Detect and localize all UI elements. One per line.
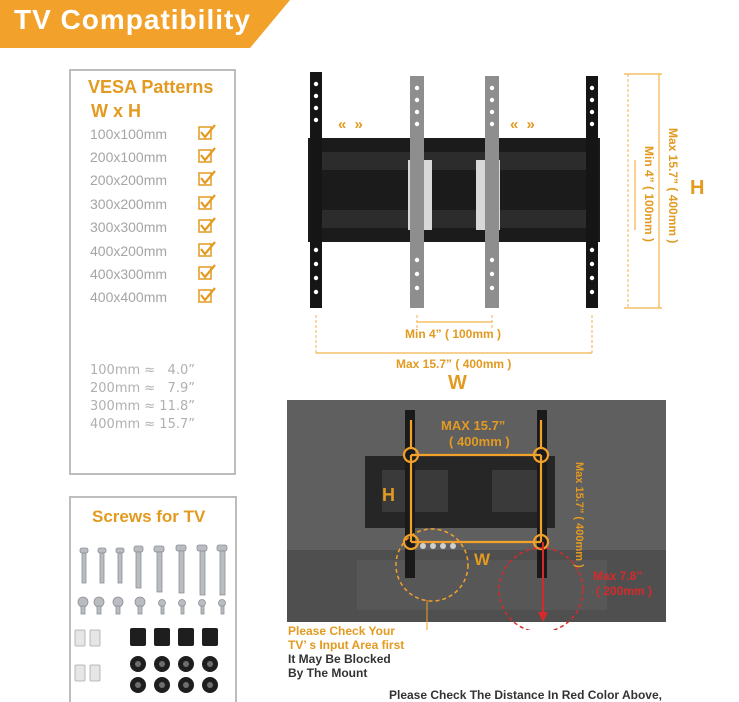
- note-blocked: It May Be Blocked: [288, 652, 391, 666]
- max-width-label: Max 15.7” ( 400mm ): [396, 357, 512, 371]
- mount-diagram: [308, 72, 662, 355]
- checkbox-checked-icon: [198, 241, 216, 257]
- photo-max-width-label: MAX 15.7”: [441, 418, 506, 433]
- vesa-pattern: 400x200mm: [90, 243, 168, 259]
- min-height-label: Min 4” ( 100mm ): [642, 146, 656, 243]
- vesa-pattern: 200x200mm: [90, 172, 168, 188]
- red-max-label: Max 7.8”: [593, 569, 643, 583]
- max-height-label: Max 15.7” ( 400mm ): [666, 128, 680, 244]
- note-input-area: TV’ s Input Area first: [288, 638, 405, 652]
- height-letter: H: [690, 177, 705, 199]
- checkbox-checked-icon: [198, 264, 216, 280]
- screws-panel: [69, 496, 237, 702]
- vesa-pattern: 300x300mm: [90, 219, 168, 235]
- min-width-label: Min 4” ( 100mm ): [405, 327, 502, 341]
- red-max-mm: ( 200mm ): [596, 584, 653, 598]
- slide-arrows-left: « »: [338, 116, 365, 133]
- size-conversion: 200mm ≈ 7.9”: [90, 381, 195, 396]
- screws-title: Screws for TV: [92, 507, 206, 526]
- vesa-pattern: 400x300mm: [90, 266, 168, 282]
- title-banner: [0, 0, 290, 48]
- size-conversion: 400mm ≈ 15.7”: [90, 417, 195, 432]
- checkbox-checked-icon: [198, 147, 216, 163]
- vesa-panel: [69, 69, 236, 475]
- vesa-pattern: 400x400mm: [90, 289, 168, 305]
- vesa-pattern: 300x200mm: [90, 196, 168, 212]
- checkbox-checked-icon: [198, 217, 216, 233]
- screws-hardware-illustration: [74, 544, 228, 693]
- size-conversion: 100mm ≈ 4.0”: [90, 363, 195, 378]
- photo-max-height-label: Max 15.7” ( 400mm ): [573, 462, 585, 568]
- checkbox-checked-icon: [198, 170, 216, 186]
- tv-back-illustration: [287, 410, 666, 630]
- slide-arrows-right: « »: [510, 116, 537, 133]
- checkbox-checked-icon: [198, 194, 216, 210]
- size-conversion: 300mm ≈ 11.8”: [90, 399, 195, 414]
- vesa-pattern: 200x100mm: [90, 149, 168, 165]
- width-letter: W: [448, 372, 467, 394]
- vesa-pattern: 100x100mm: [90, 126, 168, 142]
- note-distance: Please Check The Distance In Red Color A…: [389, 688, 662, 702]
- photo-width-letter: W: [474, 550, 491, 569]
- page-title: TV Compatibility: [14, 4, 251, 35]
- photo-height-letter: H: [382, 485, 395, 505]
- note-by-mount: By The Mount: [288, 666, 368, 680]
- vesa-title: VESA Patterns: [88, 77, 214, 97]
- checkbox-checked-icon: [198, 287, 216, 303]
- vesa-subtitle: W x H: [91, 101, 142, 121]
- note-check-input: Please Check Your: [288, 624, 395, 638]
- checkbox-checked-icon: [198, 124, 216, 140]
- photo-max-width-mm: ( 400mm ): [449, 434, 510, 449]
